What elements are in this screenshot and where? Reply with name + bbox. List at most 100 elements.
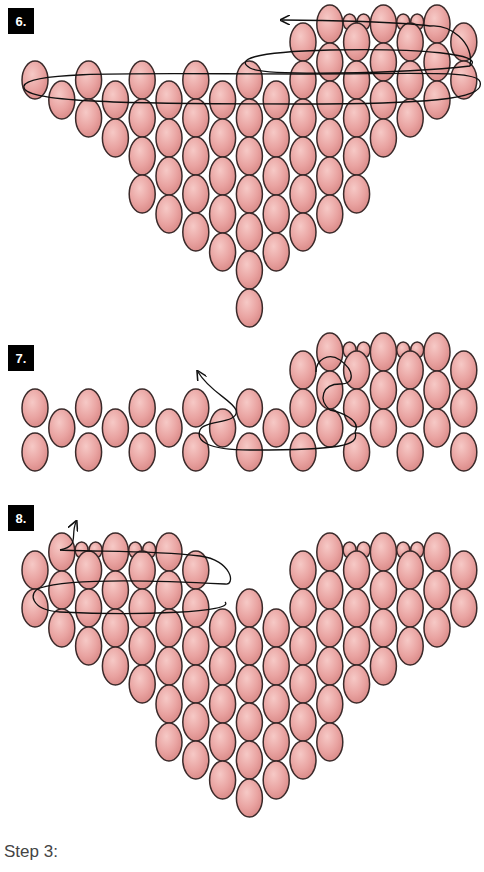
step-heading: Step 3: (4, 842, 58, 862)
bead (370, 533, 396, 571)
bead (156, 571, 182, 609)
bead (424, 571, 450, 609)
bead (344, 589, 370, 627)
bead (317, 119, 343, 157)
bead (183, 589, 209, 627)
bead (370, 5, 396, 43)
bead (236, 589, 262, 627)
bead (263, 119, 289, 157)
bead (424, 371, 450, 409)
bead (210, 119, 236, 157)
bead (370, 81, 396, 119)
bead (102, 81, 128, 119)
bead (183, 213, 209, 251)
bead (156, 409, 182, 447)
bead (183, 389, 209, 427)
bead (236, 137, 262, 175)
bead (344, 175, 370, 213)
bead (263, 195, 289, 233)
bead (290, 665, 316, 703)
step-number-box: 8. (8, 505, 34, 531)
bead (317, 81, 343, 119)
bead (290, 551, 316, 589)
bead (129, 589, 155, 627)
bead (290, 589, 316, 627)
bead (183, 665, 209, 703)
bead (210, 81, 236, 119)
bead (210, 195, 236, 233)
bead (210, 761, 236, 799)
bead (317, 647, 343, 685)
bead (210, 723, 236, 761)
bead (156, 81, 182, 119)
bead (290, 627, 316, 665)
bead (317, 409, 343, 447)
bead (129, 61, 155, 99)
bead (424, 409, 450, 447)
bead (102, 609, 128, 647)
bead (102, 409, 128, 447)
bead (317, 609, 343, 647)
bead (129, 389, 155, 427)
bead (76, 61, 102, 99)
bead (317, 685, 343, 723)
bead (156, 119, 182, 157)
bead (451, 389, 477, 427)
bead (129, 665, 155, 703)
bead (397, 389, 423, 427)
bead (317, 5, 343, 43)
thread-path (60, 522, 76, 550)
bead (397, 551, 423, 589)
bead (129, 137, 155, 175)
bead (210, 409, 236, 447)
bead (183, 99, 209, 137)
bead (183, 741, 209, 779)
bead (263, 81, 289, 119)
bead (317, 571, 343, 609)
bead (210, 647, 236, 685)
bead (344, 551, 370, 589)
bead (290, 703, 316, 741)
step-number: 6. (16, 14, 27, 29)
bead (263, 409, 289, 447)
bead (424, 609, 450, 647)
bead (317, 157, 343, 195)
step-number-box: 7. (8, 345, 34, 371)
bead (263, 233, 289, 271)
bead (236, 175, 262, 213)
step-number: 7. (16, 351, 27, 366)
bead (76, 551, 102, 589)
bead (370, 647, 396, 685)
bead (76, 389, 102, 427)
bead (156, 685, 182, 723)
thread-path (282, 20, 470, 66)
bead (76, 433, 102, 471)
bead (129, 551, 155, 589)
bead (156, 723, 182, 761)
bead (156, 533, 182, 571)
bead (183, 137, 209, 175)
bead (102, 571, 128, 609)
bead (370, 119, 396, 157)
bead (344, 665, 370, 703)
bead (22, 389, 48, 427)
bead (49, 533, 75, 571)
bead (183, 627, 209, 665)
bead (263, 157, 289, 195)
bead (344, 137, 370, 175)
thread-path (24, 73, 480, 104)
bead (210, 157, 236, 195)
bead (290, 213, 316, 251)
bead (317, 371, 343, 409)
bead (76, 99, 102, 137)
bead (210, 609, 236, 647)
bead (49, 571, 75, 609)
bead (22, 433, 48, 471)
bead (263, 761, 289, 799)
thread-path (316, 357, 356, 432)
bead (236, 99, 262, 137)
bead (156, 157, 182, 195)
bead (290, 175, 316, 213)
bead (317, 723, 343, 761)
bead (22, 551, 48, 589)
